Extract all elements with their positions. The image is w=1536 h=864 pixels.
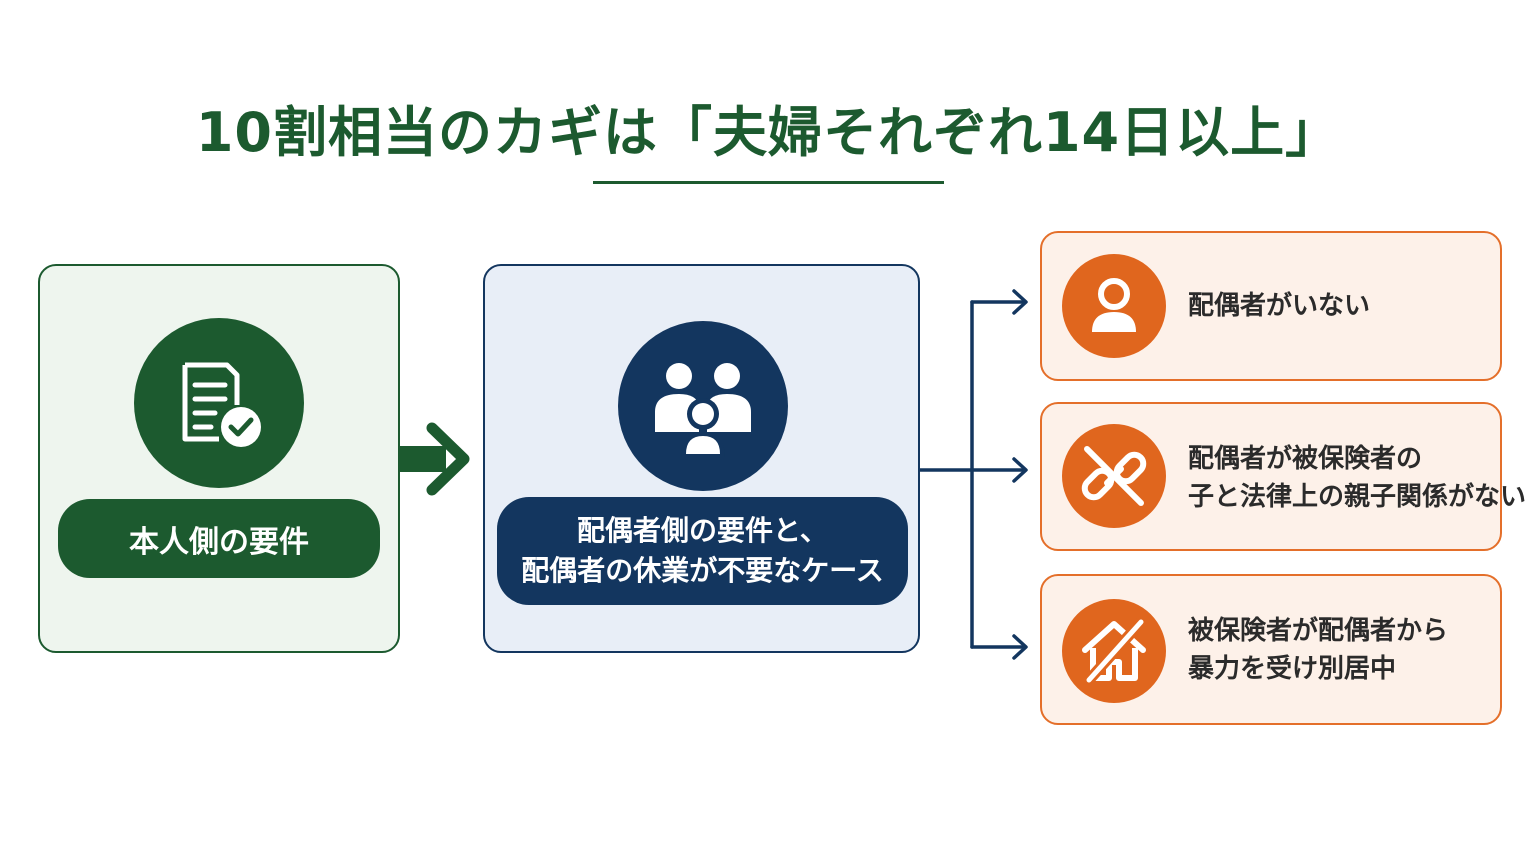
case-text-line1: 配偶者が被保険者の bbox=[1188, 444, 1423, 474]
broken-link-icon bbox=[1081, 446, 1147, 506]
case-no-spouse: 配偶者がいない bbox=[1040, 231, 1502, 381]
title-underline bbox=[593, 181, 944, 184]
spouse-label-line1: 配偶者側の要件と、 bbox=[577, 514, 828, 547]
case-icon-circle bbox=[1062, 254, 1166, 358]
spouse-label-line2: 配偶者の休業が不要なケース bbox=[521, 554, 884, 587]
case-text-line2: 子と法律上の親子関係がない bbox=[1188, 482, 1527, 512]
case-domestic-violence-separation: 被保険者が配偶者から 暴力を受け別居中 bbox=[1040, 574, 1502, 725]
family-icon bbox=[655, 363, 751, 458]
arrow-self-to-spouse bbox=[400, 422, 470, 496]
case-text: 配偶者がいない bbox=[1188, 287, 1370, 325]
self-requirements-label: 本人側の要件 bbox=[58, 499, 380, 578]
house-crossed-icon bbox=[1082, 616, 1147, 686]
case-text: 被保険者が配偶者から 暴力を受け別居中 bbox=[1188, 612, 1448, 688]
page-title: 10割相当のカギは「夫婦それぞれ14日以上」 bbox=[195, 101, 1341, 164]
document-check-icon bbox=[182, 362, 261, 447]
spouse-icon-circle bbox=[618, 321, 788, 491]
person-icon bbox=[1092, 278, 1136, 332]
case-no-parent-child-relation: 配偶者が被保険者の 子と法律上の親子関係がない bbox=[1040, 402, 1526, 551]
case-icon-circle bbox=[1062, 424, 1166, 528]
branch-lines bbox=[918, 289, 1028, 660]
spouse-requirements-label: 配偶者側の要件と、 配偶者の休業が不要なケース bbox=[497, 497, 908, 605]
case-text-line1: 配偶者がいない bbox=[1188, 291, 1371, 321]
case-icon-circle bbox=[1062, 599, 1166, 703]
self-icon-circle bbox=[134, 318, 304, 488]
case-text-line1: 被保険者が配偶者から bbox=[1188, 616, 1449, 646]
case-text-line2: 暴力を受け別居中 bbox=[1188, 654, 1397, 684]
case-text: 配偶者が被保険者の 子と法律上の親子関係がない bbox=[1188, 440, 1526, 516]
